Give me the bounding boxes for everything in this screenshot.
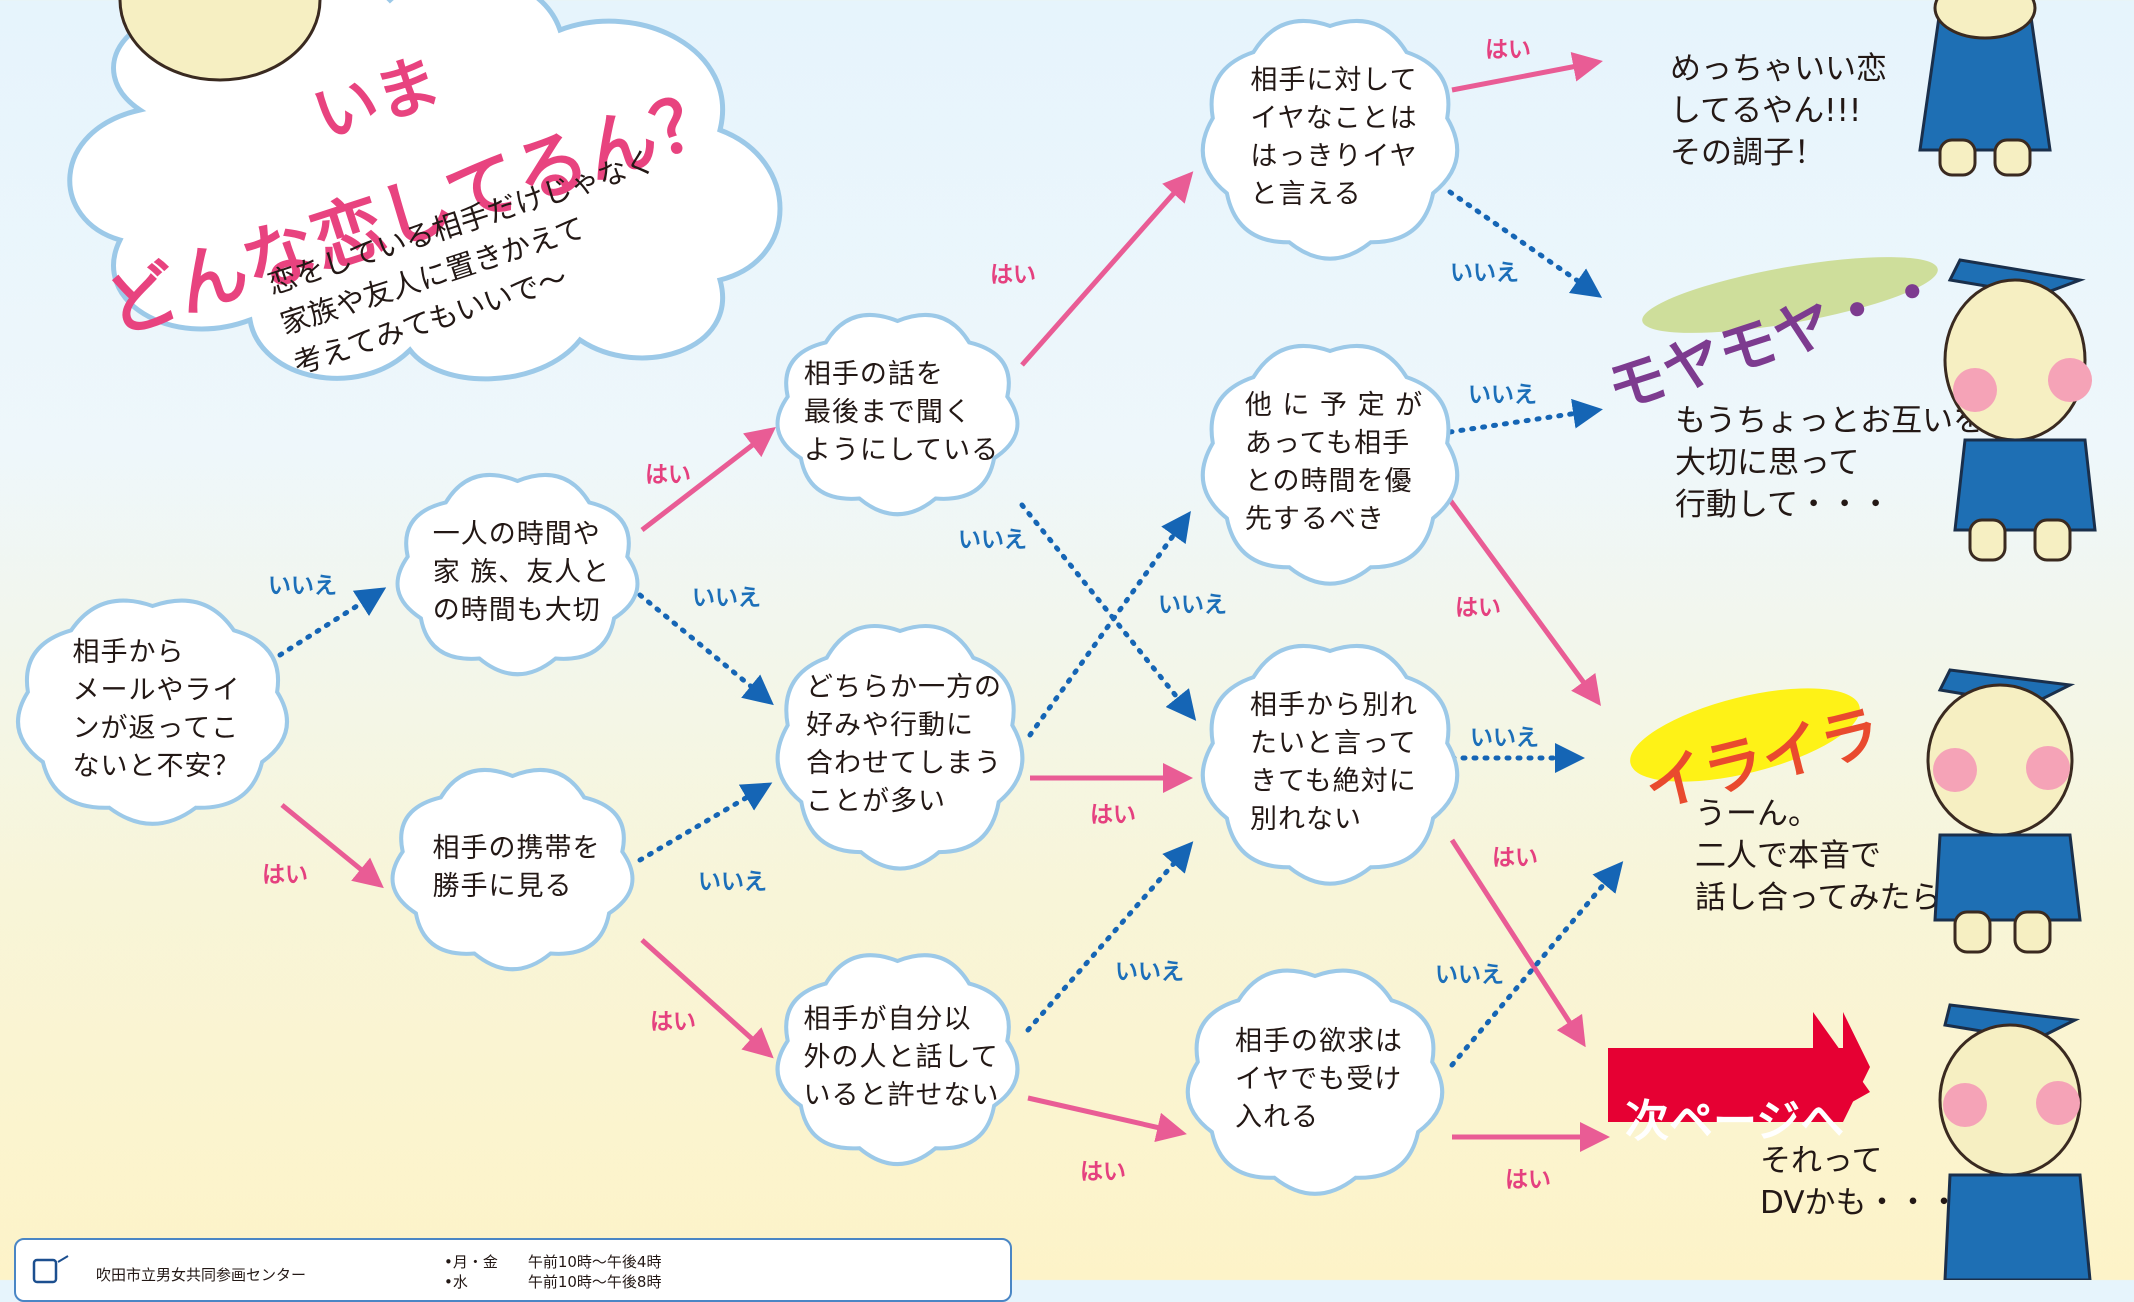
- label-no: いいえ: [692, 585, 761, 611]
- label-no: いいえ: [1450, 260, 1519, 286]
- label-yes: はい: [1492, 845, 1538, 871]
- cloud-outline: [390, 767, 635, 972]
- label-no: いいえ: [1435, 962, 1504, 988]
- node-text: 相手が自分以 外の人と話して いると許せない: [803, 1003, 1000, 1111]
- header-cloud: [67, 0, 783, 382]
- cloud-shape: [1200, 18, 1460, 261]
- label-yes: はい: [1090, 802, 1136, 828]
- edge-not_forgive-to-no_breakup: [1025, 841, 1194, 1033]
- mascot-moyamoya: [1943, 258, 2097, 562]
- result-text: もうちょっとお互いを 大切に思って 行動して・・・: [1675, 403, 1985, 523]
- node-text: 他 に 予 定 が あっても相手 との時間を優 先するべき: [1244, 389, 1424, 535]
- cloud-shape: [775, 953, 1020, 1167]
- node-priority: 他 に 予 定 が あっても相手 との時間を優 先するべき: [1195, 335, 1465, 590]
- cloud-outline: [775, 624, 1025, 871]
- cloud-outline: [16, 598, 289, 826]
- node-text: 一人の時間や 家 族、友人と の時間も大切: [432, 518, 611, 626]
- node-not-forgive: 相手が自分以 外の人と話して いると許せない: [770, 945, 1025, 1170]
- next-page-banner[interactable]: [1608, 1012, 1870, 1122]
- node-adapt: どちらか一方の 好みや行動に 合わせてしまう ことが多い: [770, 615, 1030, 875]
- label-yes: はい: [1485, 37, 1531, 63]
- cloud-shape: [1200, 643, 1460, 886]
- edge-priority-to-moyamoya: [1447, 398, 1603, 435]
- cloud-outline: [1185, 968, 1445, 1196]
- edge-adapt-to-priority: [1027, 510, 1191, 738]
- node-start: 相手から メールやライ ンが返ってこ ないと不安？: [10, 590, 295, 830]
- label-yes: はい: [990, 262, 1036, 288]
- node-text: 相手から別れ たいと言って きても絶対に 別れない: [1250, 689, 1418, 835]
- label-yes: はい: [1505, 1167, 1551, 1193]
- result-text: それって DVかも・・・: [1760, 1143, 1960, 1221]
- label-yes: はい: [650, 1009, 696, 1035]
- cloud-shape: [775, 312, 1020, 517]
- label-no: いいえ: [1470, 725, 1539, 751]
- node-say-no: 相手に対して イヤなことは はっきりイヤ と言える: [1195, 10, 1465, 265]
- cloud-outline: [1200, 18, 1460, 261]
- edge-alone_time-to-listen: [640, 426, 776, 532]
- node-text: 相手から メールやライ ンが返ってこ ないと不安？: [72, 637, 241, 782]
- mascot-iraira: [1926, 668, 2082, 954]
- label-yes: はい: [1455, 595, 1501, 621]
- label-no: いいえ: [1158, 592, 1227, 618]
- next-page-label[interactable]: 次ページへ: [1625, 1096, 1845, 1147]
- cloud-outline: [395, 472, 640, 677]
- edge-accept_demands-to-iraira: [1449, 861, 1624, 1068]
- node-accept-demands: 相手の欲求は イヤでも受け 入れる: [1180, 960, 1450, 1200]
- edge-say_no-to-moyamoya: [1447, 189, 1603, 298]
- node-text: 相手の携帯を 勝手に見る: [432, 832, 601, 902]
- label-no: いいえ: [1115, 959, 1184, 985]
- node-alone-time: 一人の時間や 家 族、友人と の時間も大切: [390, 465, 645, 680]
- opening-hours: •月・金 午前10時～午後4時 •水 午前10時～午後8時: [444, 1253, 662, 1291]
- mascot-dv: [1938, 1003, 2092, 1280]
- label-no: いいえ: [268, 573, 337, 599]
- node-text: 相手に対して イヤなことは はっきりイヤ と言える: [1250, 64, 1418, 210]
- cloud-outline: [1200, 343, 1460, 586]
- label-yes: はい: [262, 862, 308, 888]
- label-no: いいえ: [698, 869, 767, 895]
- node-no-breakup: 相手から別れ たいと言って きても絶対に 別れない: [1195, 635, 1465, 890]
- edge-start-to-alone_time: [277, 587, 387, 658]
- edge-listen-to-say_no: [1020, 171, 1194, 367]
- label-yes: はい: [1080, 1159, 1126, 1185]
- edge-priority-to-iraira: [1447, 498, 1601, 707]
- label-no: いいえ: [958, 527, 1027, 553]
- node-phone-check: 相手の携帯を 勝手に見る: [385, 760, 640, 975]
- cloud-shape: [395, 472, 640, 677]
- edge-start-to-phone_check: [280, 803, 384, 889]
- edge-no_breakup-to-dv: [1449, 838, 1586, 1048]
- edge-say_no-to-good: [1451, 51, 1603, 93]
- organization-name: 吹田市立男女共同参画センター: [96, 1266, 307, 1284]
- cloud-shape: [16, 598, 289, 826]
- label-yes: はい: [645, 462, 691, 488]
- cloud-shape: [390, 767, 635, 972]
- node-text: 相手の欲求は イヤでも受け 入れる: [1235, 1026, 1403, 1133]
- cloud-shape: [1200, 343, 1460, 586]
- edge-phone_check-to-adapt: [637, 782, 773, 863]
- moyamoya-smudge: [1642, 257, 1938, 333]
- node-listen: 相手の話を 最後まで聞く ようにしている: [770, 305, 1025, 520]
- edge-listen-to-no_breakup: [1019, 502, 1197, 721]
- cloud-outline: [1200, 643, 1460, 886]
- iraira-highlight: [1630, 688, 1860, 782]
- mascot-peek: [110, 0, 330, 90]
- footer-info: 吹田市立男女共同参画センター •月・金 午前10時～午後4時 •水 午前10時～…: [14, 1238, 1012, 1302]
- cloud-shape: [1185, 968, 1445, 1196]
- node-text: どちらか一方の 好みや行動に 合わせてしまう ことが多い: [806, 672, 1002, 817]
- cloud-shape: [775, 624, 1025, 871]
- label-no: いいえ: [1468, 382, 1537, 408]
- result-text: うーん。 二人で本音で 話し合ってみたら？: [1695, 796, 1973, 916]
- edge-not_forgive-to-accept_demands: [1027, 1095, 1187, 1143]
- result-text: めっちゃいい恋 してるやん!!! その調子！: [1670, 51, 1887, 171]
- edge-phone_check-to-not_forgive: [640, 938, 774, 1059]
- mascot-top: [1918, 0, 2052, 177]
- cloud-outline: [775, 953, 1020, 1167]
- node-text: 相手の話を 最後まで聞く ようにしている: [803, 358, 1000, 466]
- cloud-outline: [775, 312, 1020, 517]
